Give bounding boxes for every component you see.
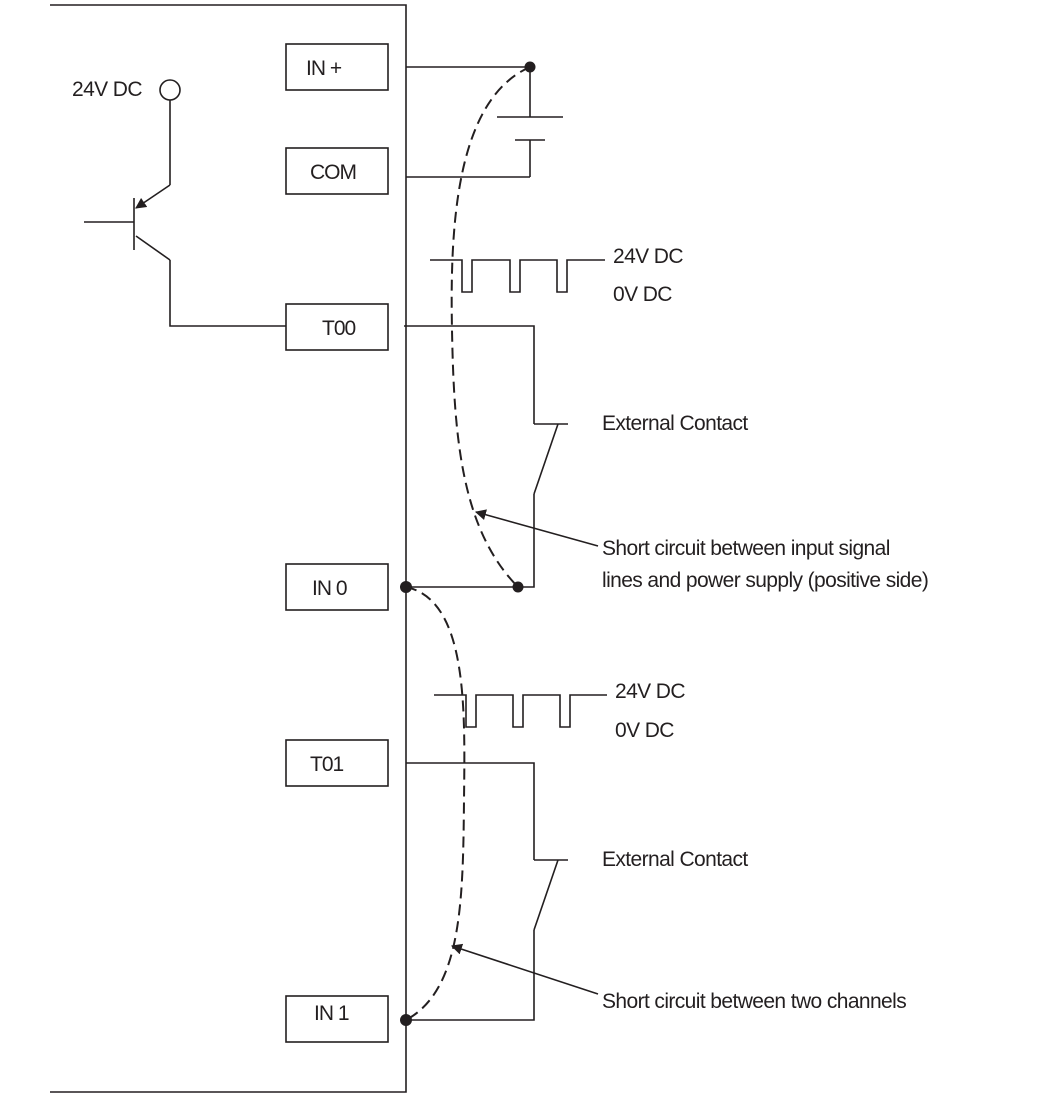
short-circuit-path-lower: Short circuit between two channels <box>405 586 907 1021</box>
terminal-com-label: COM <box>310 161 356 184</box>
supply-terminal-icon <box>159 79 181 101</box>
junction-dot <box>400 1014 412 1026</box>
junction-dot <box>512 581 524 593</box>
pulse-upper-high-label: 24V DC <box>613 245 683 268</box>
terminal-t01: T01 <box>285 739 389 787</box>
terminal-in-plus-label: IN + <box>306 57 342 80</box>
pulse-upper-low-label: 0V DC <box>613 283 672 306</box>
fault-lower-label: Short circuit between two channels <box>602 990 906 1013</box>
fault-upper-line2: lines and power supply (positive side) <box>602 569 928 592</box>
external-contact-lower: External Contact <box>400 762 749 1026</box>
pulse-waveform-upper: 24V DC 0V DC <box>430 245 684 306</box>
terminal-in0-label: IN 0 <box>312 577 347 600</box>
terminal-t00: T00 <box>285 303 389 351</box>
power-supply-wiring <box>406 61 563 178</box>
pulse-lower-low-label: 0V DC <box>615 719 674 742</box>
external-contact-upper: External Contact <box>400 325 749 593</box>
short-circuit-arrow-upper <box>474 509 599 547</box>
pulse-waveform-lower: 24V DC 0V DC <box>434 680 686 742</box>
terminal-in1-label: IN 1 <box>314 1002 349 1025</box>
terminal-t00-label: T00 <box>322 317 356 340</box>
transistor-icon <box>84 100 286 327</box>
fault-upper-line1: Short circuit between input signal <box>602 537 890 560</box>
terminal-in0: IN 0 <box>285 563 389 611</box>
supply-label: 24V DC <box>72 78 142 101</box>
short-circuit-path-upper: Short circuit between input signal lines… <box>450 66 929 592</box>
short-circuit-arrow-lower <box>450 943 599 995</box>
terminal-in-plus: IN + <box>285 43 389 91</box>
external-contact-upper-label: External Contact <box>602 412 748 435</box>
terminal-com: COM <box>285 147 389 195</box>
external-contact-lower-label: External Contact <box>602 848 748 871</box>
terminal-in1: IN 1 <box>285 995 389 1043</box>
pulse-lower-high-label: 24V DC <box>615 680 685 703</box>
terminal-t01-label: T01 <box>310 753 344 776</box>
module-outline <box>50 4 407 1093</box>
